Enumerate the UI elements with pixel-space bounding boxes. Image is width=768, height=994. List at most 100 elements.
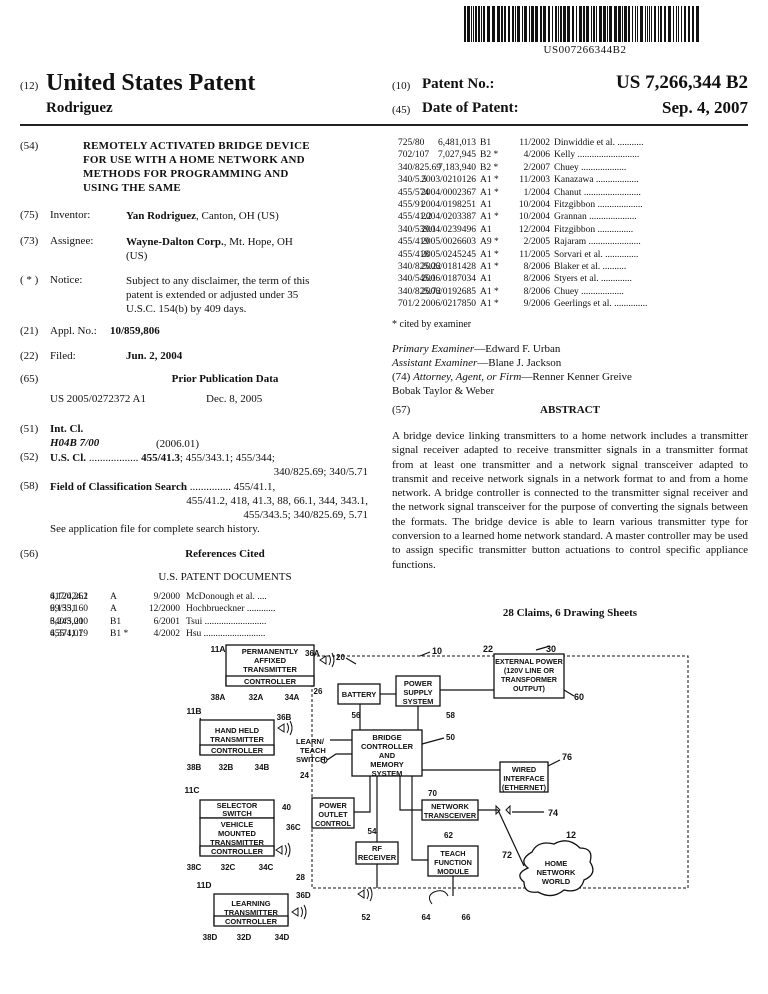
- figure-label-t11c: 11C: [184, 785, 199, 795]
- figure-label-bc_5: SYSTEM: [372, 769, 403, 778]
- figure-label-vm_3: TRANSMITTER: [210, 838, 264, 847]
- reference-kind: A1 *: [480, 299, 499, 310]
- figure-label-po_3: CONTROL: [315, 819, 352, 828]
- figure-label-ctrl: CONTROLLER: [244, 677, 297, 686]
- reference-date: 10/2004: [518, 212, 550, 223]
- figure-label-tf_3: MODULE: [437, 867, 469, 876]
- references-heading: References Cited: [185, 548, 265, 560]
- reference-kind: B1: [110, 616, 122, 627]
- reference-name: Hsu ..........................: [186, 629, 266, 640]
- reference-num: 7,027,945: [438, 150, 476, 161]
- reference-date: 8/2006: [523, 274, 550, 285]
- reference-num: 6,243,000: [50, 616, 88, 627]
- reference-date: 11/2002: [519, 138, 550, 148]
- intcl-label: Int. Cl.: [50, 423, 84, 435]
- figure-label-r36c: 36C: [286, 823, 301, 832]
- notice-text: Subject to any disclaimer, the term of t…: [126, 275, 310, 315]
- assistant-examiner: Assistant Examiner—Blane J. Jackson: [392, 357, 562, 369]
- barcode: [464, 6, 699, 42]
- refs-code: (56): [20, 548, 39, 560]
- connector-line: [563, 689, 575, 697]
- figure-label-ext_3: TRANSFORMER: [501, 675, 558, 684]
- reference-date: 2/2005: [523, 237, 550, 248]
- assignee-country: (US): [126, 250, 148, 262]
- appl-number: 10/859,806: [110, 325, 160, 337]
- reference-date: 10/2004: [518, 199, 550, 210]
- reference-date: 8/2006: [523, 261, 550, 272]
- figure-label-rf_2: RECEIVER: [358, 853, 397, 862]
- uscl-code: (52): [20, 451, 39, 463]
- figure-label-r32c: 32C: [221, 863, 236, 872]
- claims-summary: 28 Claims, 6 Drawing Sheets: [502, 607, 638, 619]
- figure-label-wi_3: (ETHERNET): [502, 783, 547, 792]
- notice-code: ( * ): [20, 274, 39, 286]
- reference-date: 9/2006: [523, 299, 550, 310]
- figure-label-pat_3: TRANSMITTER: [243, 665, 297, 674]
- figure-label-pat_1: PERMANENTLY: [242, 647, 298, 656]
- reference-num: 2006/0187034: [421, 274, 476, 285]
- filed-date: Jun. 2, 2004: [126, 350, 183, 362]
- document-type: United States Patent: [46, 70, 256, 96]
- reference-name: Grannan ....................: [554, 212, 637, 223]
- assignee: Wayne-Dalton Corp., Mt. Hope, OH(US): [126, 235, 293, 263]
- reference-kind: A1: [480, 224, 492, 235]
- reference-cls: 340/825.72: [398, 286, 442, 297]
- power-outlet-control-box: [311, 797, 355, 829]
- figure-label-r54: 54: [368, 827, 377, 836]
- figure-label-hn_2: NETWORK: [537, 868, 576, 877]
- signal-waves-icon: [300, 904, 307, 920]
- antenna-36b: [277, 723, 285, 733]
- figure-label-r58: 58: [446, 711, 455, 720]
- reference-kind: A1 *: [480, 175, 499, 186]
- us-classification-cont: 340/825.69; 340/5.71: [273, 466, 368, 478]
- inventor-label: Inventor:: [50, 209, 91, 221]
- figure-label-r56: 56: [352, 711, 361, 720]
- figure-label-r32d: 32D: [237, 933, 252, 942]
- figure-label-hh_1: HAND HELD: [215, 726, 260, 735]
- figure-label-r52: 52: [362, 913, 371, 922]
- inventor: Yan Rodriguez, Canton, OH (US): [126, 209, 279, 223]
- inventor-surname: Rodriguez: [46, 100, 113, 116]
- figure-label-battery: BATTERY: [342, 690, 377, 699]
- reference-name: Fitzgibbon ...................: [554, 199, 643, 210]
- reference-date: 12/2000: [148, 604, 180, 615]
- prior-pub-number: US 2005/0272372 A1: [50, 393, 146, 405]
- power-supply-box: [395, 675, 441, 707]
- assignee-label: Assignee:: [50, 235, 94, 247]
- reference-cls: 340/825.22: [398, 261, 442, 272]
- connector-line: [345, 657, 357, 665]
- figure-label-bc_3: AND: [379, 751, 396, 760]
- reference-num: 2004/0002367: [421, 187, 476, 198]
- reference-cls: 455/574: [398, 187, 430, 198]
- reference-num: 2003/0210126: [421, 175, 476, 186]
- reference-cls: 701/2: [398, 299, 420, 310]
- prior-pub-date: Dec. 8, 2005: [206, 393, 263, 405]
- figure-label-r74: 74: [548, 808, 558, 818]
- figure-label-r34d: 34D: [275, 933, 290, 942]
- reference-name: Sorvari et al. ..............: [554, 249, 639, 260]
- reference-num: 2006/0217850: [421, 299, 476, 310]
- figure-label-r34c: 34C: [259, 863, 274, 872]
- figure-label-po_2: OUTLET: [318, 810, 348, 819]
- appl-code: (21): [20, 325, 39, 337]
- reference-cls: 340/539.1: [398, 224, 437, 235]
- connector-line: [547, 759, 561, 767]
- intcl-class: H04B 7/00: [50, 437, 100, 449]
- barcode-number: US007266344B2: [543, 44, 627, 56]
- patent-title: REMOTELY ACTIVATED BRIDGE DEVICE FOR USE…: [83, 140, 310, 194]
- reference-cls: 340/545.1: [398, 274, 437, 285]
- reference-name: Tsui ..........................: [186, 616, 267, 627]
- connector-line: [421, 737, 445, 745]
- field-of-search: Field of Classification Search .........…: [50, 481, 276, 493]
- figure-label-bc_4: MEMORY: [370, 760, 403, 769]
- reference-date: 1/2004: [523, 187, 550, 198]
- reference-name: Rajaram ......................: [554, 237, 641, 248]
- figure-label-wi_2: INTERFACE: [503, 774, 544, 783]
- reference-name: McDonough et al. ....: [186, 592, 267, 602]
- reference-num: 2004/0198251: [421, 199, 476, 210]
- assignee-location: , Mt. Hope, OH: [223, 236, 293, 248]
- reference-name: Dinwiddie et al. ...........: [554, 138, 644, 148]
